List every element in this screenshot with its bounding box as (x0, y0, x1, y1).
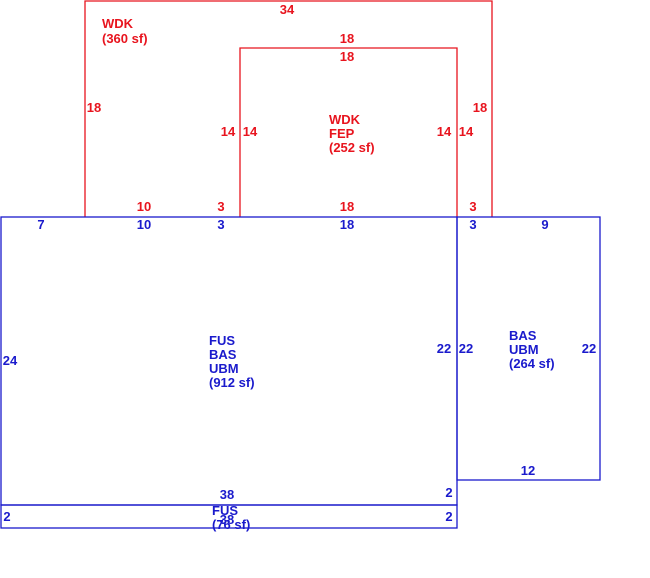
dim-strip-left: 2 (3, 509, 10, 524)
wdk-area-line: WDK (102, 16, 134, 31)
dim-wdk-bottom-left: 10 (137, 199, 151, 214)
wdk-fep-area-label: WDK FEP (252 sf) (329, 112, 375, 155)
dim-wdk-bottom-mid-left: 3 (217, 199, 224, 214)
dim-add-right: 22 (582, 341, 596, 356)
main-area-line: UBM (209, 361, 239, 376)
dim-main-left: 24 (3, 353, 18, 368)
dim-add-bottom: 12 (521, 463, 535, 478)
dim-add-left: 22 (459, 341, 473, 356)
dim-strip-right: 2 (445, 509, 452, 524)
strip-area-line: (76 sf) (212, 517, 250, 532)
dim-main-bottom: 38 (220, 487, 234, 502)
wdk-fep-outline (239, 47, 458, 217)
addition-area-line: (264 sf) (509, 356, 555, 371)
dim-fep-bottom: 18 (340, 199, 354, 214)
wdk-fep-area-line: FEP (329, 126, 355, 141)
dim-fep-right-outer: 14 (459, 124, 474, 139)
strip-area-line: FUS (212, 503, 238, 518)
dim-wdk-top: 34 (280, 2, 295, 17)
strip-outline (0, 504, 458, 529)
dim-wdk-right: 18 (473, 100, 487, 115)
wdk-outline (84, 0, 493, 217)
wdk-area-label: WDK (360 sf) (102, 16, 148, 46)
dim-wdk-left: 18 (87, 100, 101, 115)
dim-fep-right-inner: 14 (437, 124, 452, 139)
dim-add-top-a: 3 (469, 217, 476, 232)
dim-main-bottom-right: 2 (445, 485, 452, 500)
addition-outline (456, 216, 601, 481)
addition-area-label: BAS UBM (264 sf) (509, 328, 555, 371)
dim-main-right: 22 (437, 341, 451, 356)
dim-fep-top-inner: 18 (340, 49, 354, 64)
addition-area-line: UBM (509, 342, 539, 357)
dim-add-top-b: 9 (541, 217, 548, 232)
dim-main-top-d: 18 (340, 217, 354, 232)
wdk-fep-area-line: WDK (329, 112, 361, 127)
addition-area-line: BAS (509, 328, 537, 343)
dim-main-top-a: 7 (37, 217, 44, 232)
main-area-line: FUS (209, 333, 235, 348)
dim-fep-left-outer: 14 (221, 124, 236, 139)
dim-main-top-b: 10 (137, 217, 151, 232)
main-area-line: (912 sf) (209, 375, 255, 390)
main-area-label: FUS BAS UBM (912 sf) (209, 333, 255, 390)
dim-main-top-c: 3 (217, 217, 224, 232)
dim-wdk-bottom-right: 3 (469, 199, 476, 214)
wdk-fep-area-line: (252 sf) (329, 140, 375, 155)
main-area-line: BAS (209, 347, 237, 362)
dim-fep-left-inner: 14 (243, 124, 258, 139)
dim-fep-top-outer: 18 (340, 31, 354, 46)
dim-strip-bottom: 38 (220, 512, 234, 527)
strip-area-label: FUS (76 sf) (212, 503, 250, 532)
wdk-area-line: (360 sf) (102, 31, 148, 46)
